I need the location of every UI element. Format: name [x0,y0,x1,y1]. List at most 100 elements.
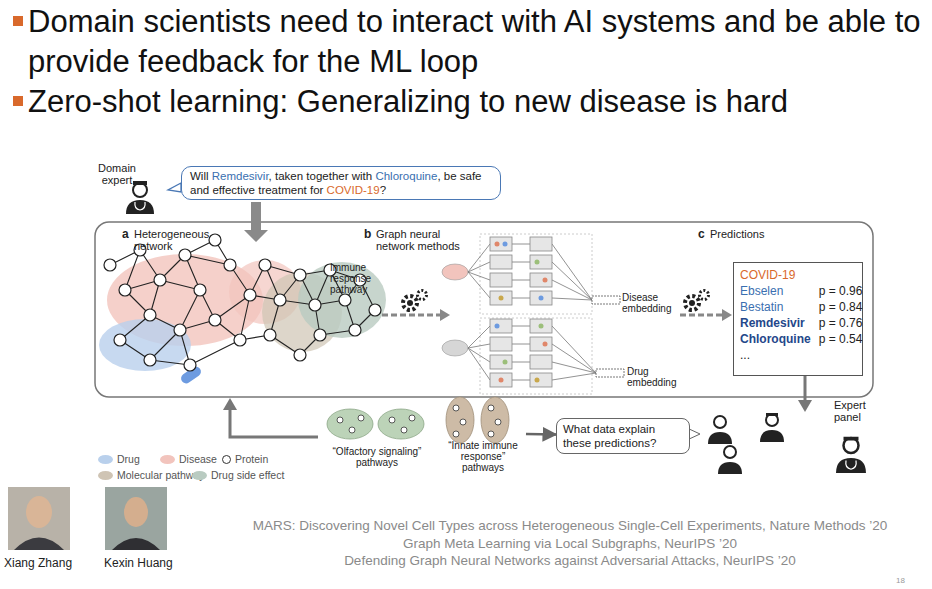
gnn-block [543,342,548,347]
flow-arrow [382,309,732,321]
pathway-ellipse [453,431,459,437]
legend-swatch [98,455,113,464]
network-graph [234,334,246,346]
pathway-ellipse [446,397,474,443]
node-text: , taken together with [269,170,376,182]
gnn-block [535,378,540,383]
flow-arrow [440,309,450,321]
feedback-arrow [223,398,318,437]
outer-frame [95,222,873,397]
gear-symbol [418,291,427,300]
network-graph [209,234,221,246]
network-graph [154,274,166,286]
node-text: What data explain these predictions? [563,422,683,450]
pathway-ellipse [337,417,343,423]
pathway-ellipse [327,409,373,439]
legend-text: Disease [179,453,217,465]
bubble-tail [168,183,181,192]
node-text: p = 0.54 [819,331,863,347]
role-label: Expert panel [834,399,879,423]
network-graph [104,234,381,371]
bubble-text: Will Remdesivir, taken together with Chl… [190,169,492,197]
node-text: p = 0.96 [819,283,863,299]
node-text: Ebselen [740,283,811,299]
gnn-block [530,337,552,351]
person-icon [844,437,859,441]
node-text: p = 0.76 [819,315,863,331]
gear-symbol [700,291,709,300]
person-icon [760,430,784,442]
author-photo [26,496,52,528]
pathway-ellipse [488,431,494,437]
author-photo [8,487,70,550]
legend-swatch [98,471,113,480]
panel-title: Heterogeneous network [134,228,224,252]
gnn-block [490,337,512,351]
pathway-group: “Innate immune response” pathways [440,393,526,473]
network-graph [144,354,156,366]
bullet-text: Domain scientists need to interact with … [28,2,932,82]
author-photo [8,487,167,550]
person-icon [718,446,742,474]
node-text: ? [380,184,386,196]
gnn-block [442,264,468,280]
gnn-block [503,360,508,365]
gnn-block [442,340,468,356]
pathway-ellipse [488,405,494,411]
gnn-block [530,373,552,387]
node-text: “Olfactory signaling” pathways [316,446,438,468]
gear-symbol [407,300,413,306]
feedback-arrow [223,398,237,410]
bullet-text: Zero-shot learning: Generalizing to new … [28,82,932,122]
legend-text: Drug [117,453,140,465]
gnn-block [530,355,552,369]
bubble-tail [168,183,700,440]
gnn-block [539,324,544,329]
network-graph [174,324,186,336]
pathway-ellipse [327,397,509,443]
person-icon [766,414,778,426]
author-photo [112,538,160,550]
network-graph [224,259,236,271]
person-icon [708,432,732,444]
panel-letter: a [122,227,129,241]
legend-item: Drug side effect [192,469,284,481]
node-text: Chloroquine [375,170,437,182]
network-graph [259,259,271,271]
gnn-block [468,244,596,380]
network-graph [179,249,191,261]
pathway-label: Immune response pathway [330,262,390,295]
network-graph [339,294,351,306]
gnn-block [490,237,512,251]
person-icon [133,181,147,185]
gnn-block [490,373,512,387]
panel-letter: b [364,227,371,241]
down-arrow [804,374,807,402]
connector-arrow [526,433,556,436]
panel-title: Graph neural network methods [376,228,476,252]
node-text: Remdesivir [212,170,269,182]
flow-arrow [722,309,732,321]
pathway-ellipse [481,397,509,443]
gnn-block [530,273,552,287]
gnn-block [539,296,544,301]
gnn-block [495,242,548,383]
node-text: Chloroquine [740,331,811,347]
node-text: ... [740,347,862,363]
role-label: Domain expert [86,162,148,186]
legend-swatch [160,455,175,464]
reference-text: MARS: Discovering Novel Cell Types acros… [205,518,932,534]
pathway-ellipse [349,427,355,433]
gnn-block [442,234,624,394]
legend-text: Drug side effect [211,469,284,481]
network-graph [294,269,306,281]
person-icon [836,458,866,473]
legend-item: Protein [222,453,268,465]
gnn-block [490,255,512,269]
gnn-block [530,291,552,305]
author-photo [105,487,167,550]
gnn-block [490,237,552,387]
down-arrow [798,400,812,412]
person-icon [846,461,856,470]
